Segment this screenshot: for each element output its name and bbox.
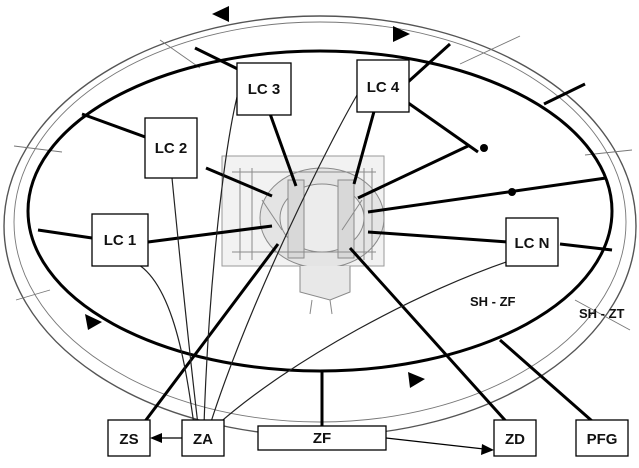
lc-label-n: LC N bbox=[515, 235, 550, 252]
tokamak-illustration bbox=[221, 155, 385, 315]
lc-box-4: LC 4 bbox=[356, 59, 410, 113]
unit-label-zf: ZF bbox=[313, 430, 331, 447]
arrow-bottom bbox=[408, 372, 425, 388]
zone-label-outer: SH - ZT bbox=[579, 306, 625, 321]
lc-label-3: LC 3 bbox=[248, 81, 281, 98]
lc-box-2: LC 2 bbox=[144, 117, 198, 179]
unit-label-zs: ZS bbox=[119, 431, 138, 448]
lc-box-n: LC N bbox=[505, 217, 559, 267]
lc-box-1: LC 1 bbox=[91, 213, 149, 267]
unit-zf: ZF bbox=[257, 425, 387, 451]
ellipsis-dot-1 bbox=[480, 144, 488, 152]
lc-label-4: LC 4 bbox=[367, 79, 400, 96]
unit-label-za: ZA bbox=[193, 431, 213, 448]
main-ring bbox=[26, 49, 614, 373]
lc-label-2: LC 2 bbox=[155, 140, 188, 157]
zone-label-inner: SH - ZF bbox=[470, 294, 516, 309]
zf-to-zd-line bbox=[385, 437, 485, 450]
zf-to-zd-arrowhead bbox=[481, 444, 494, 455]
arrow-top-inner bbox=[393, 26, 410, 42]
ellipsis-dot-2 bbox=[508, 188, 516, 196]
arrow-left bbox=[85, 314, 102, 330]
arrow-top-outer bbox=[212, 6, 229, 22]
unit-zd: ZD bbox=[493, 419, 537, 457]
unit-zs: ZS bbox=[107, 419, 151, 457]
unit-pfg: PFG bbox=[575, 419, 629, 457]
outer-ring-spokes bbox=[13, 35, 633, 331]
unit-label-zd: ZD bbox=[505, 431, 525, 448]
outer-ring-inner-edge bbox=[13, 21, 627, 423]
unit-za: ZA bbox=[181, 419, 225, 457]
lc-label-1: LC 1 bbox=[104, 232, 137, 249]
lc-box-3: LC 3 bbox=[236, 62, 292, 116]
unit-label-pfg: PFG bbox=[587, 431, 618, 448]
za-to-zs-arrowhead bbox=[150, 433, 162, 443]
